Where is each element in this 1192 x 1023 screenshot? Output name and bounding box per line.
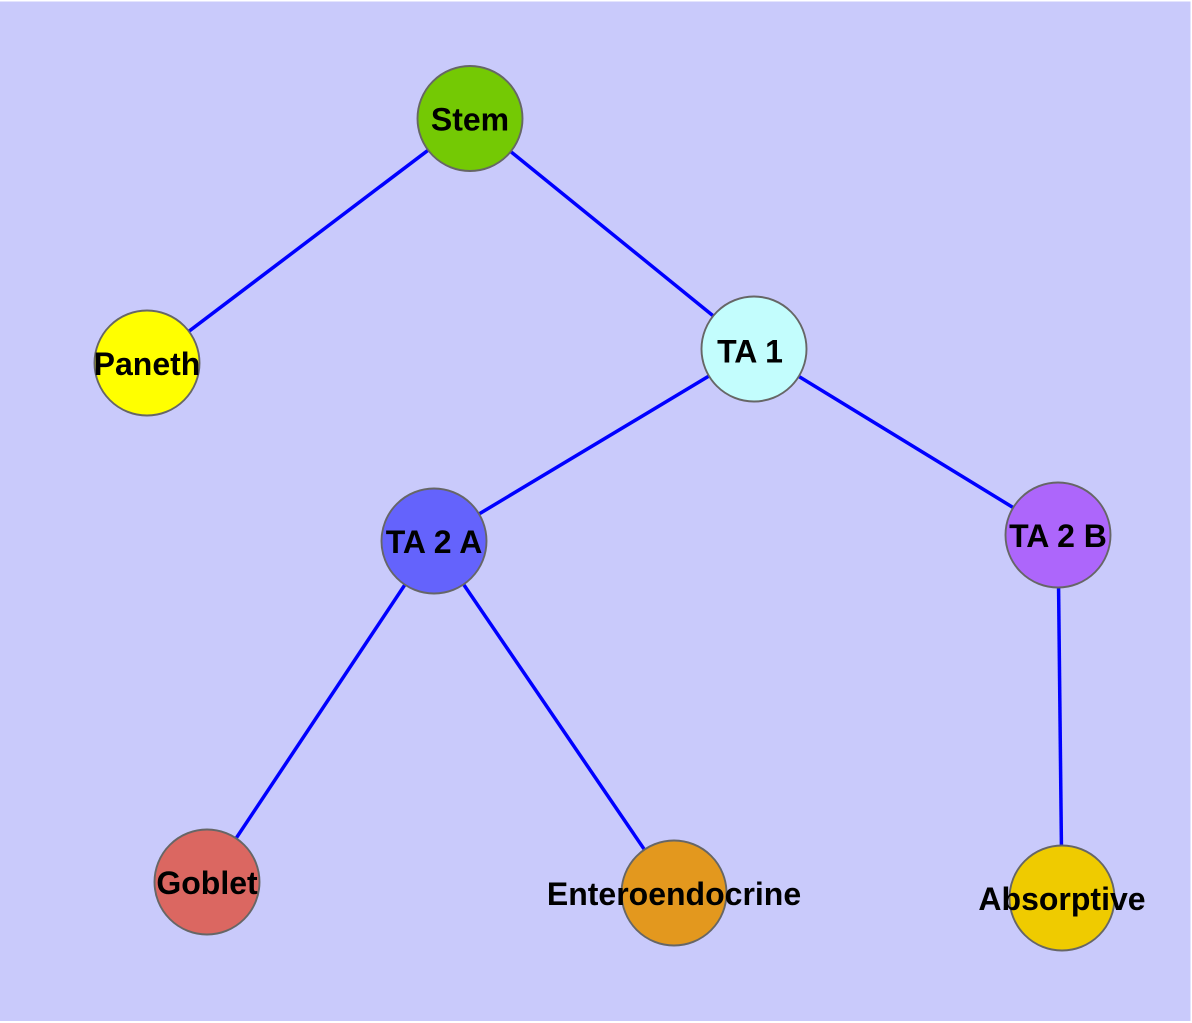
svg-text:TA 2 B: TA 2 B: [1009, 518, 1107, 554]
svg-text:Enteroendocrine: Enteroendocrine: [547, 876, 801, 912]
svg-text:Goblet: Goblet: [156, 865, 258, 901]
svg-text:Absorptive: Absorptive: [978, 881, 1145, 917]
svg-text:Paneth: Paneth: [94, 346, 201, 382]
svg-text:Stem: Stem: [431, 102, 509, 138]
svg-text:TA 1: TA 1: [717, 333, 783, 369]
svg-text:TA 2 A: TA 2 A: [386, 524, 483, 560]
